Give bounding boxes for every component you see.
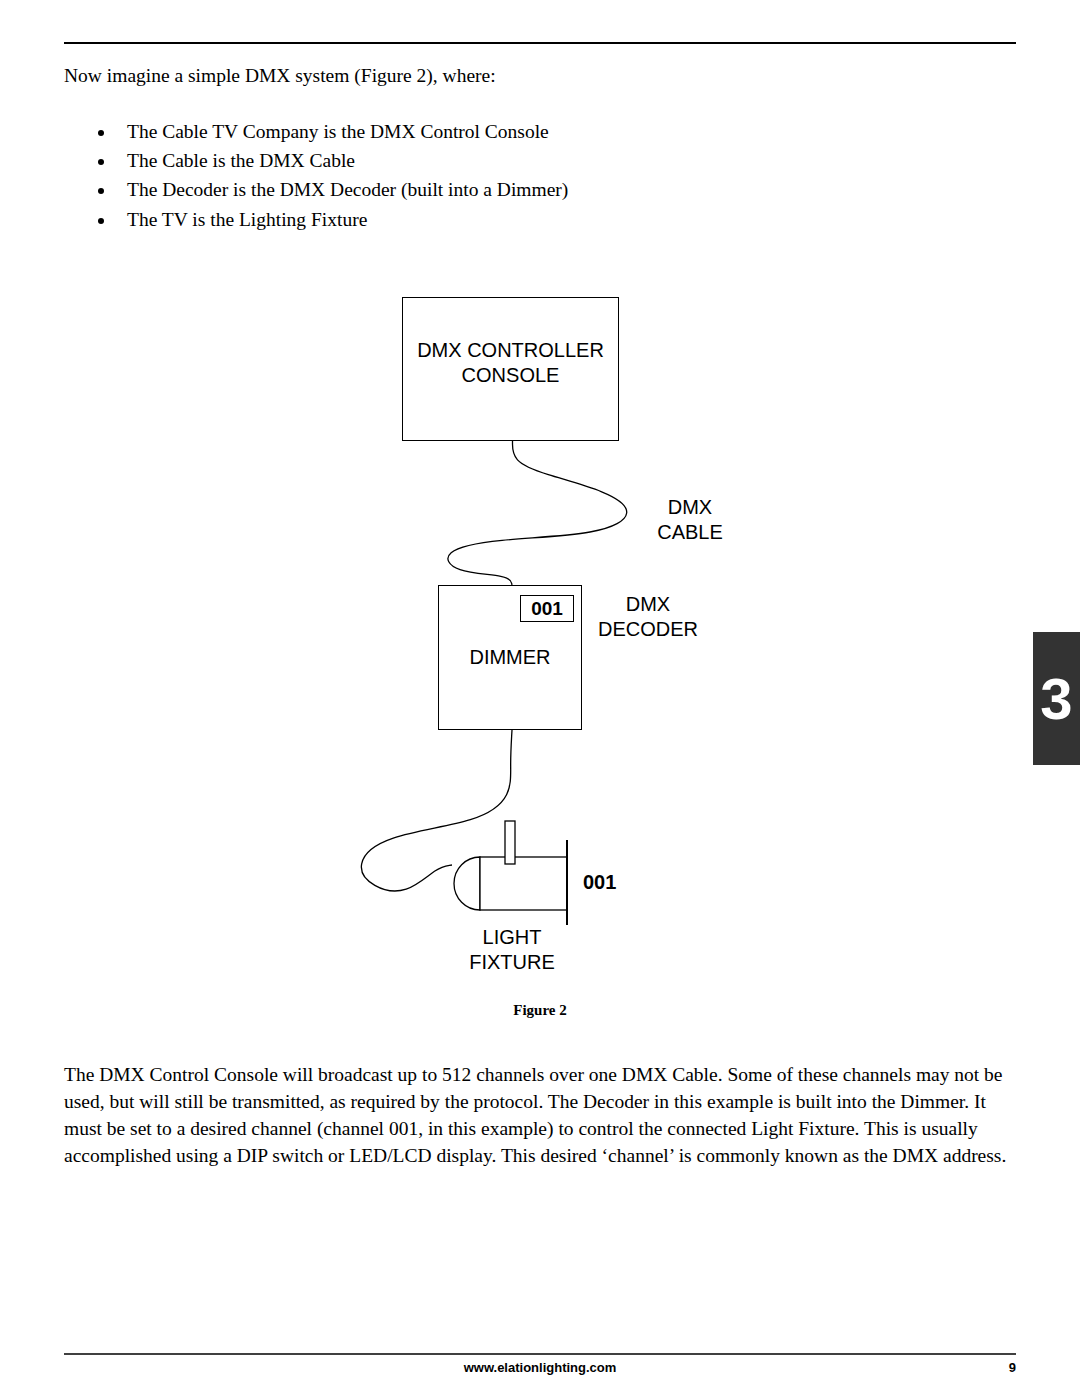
component-label: DMX DECODER xyxy=(593,592,703,642)
address-number: 001 xyxy=(531,598,563,620)
bullet-text: The Decoder is the DMX Decoder (built in… xyxy=(127,178,927,202)
dimmer-box: 001DIMMER xyxy=(438,585,582,730)
bullet-text: The TV is the Lighting Fixture xyxy=(127,208,927,232)
box-title: DIMMER xyxy=(439,645,581,670)
dmx-cable xyxy=(448,441,627,585)
chapter-number: 3 xyxy=(1033,664,1080,734)
fixture-title: LIGHT FIXTURE xyxy=(452,925,572,975)
header-rule xyxy=(64,42,1016,44)
page-number: 9 xyxy=(990,1356,1016,1380)
light-fixture: 001LIGHT FIXTURE xyxy=(452,818,572,928)
fixture-lens xyxy=(454,857,480,910)
bullet-text: The Cable TV Company is the DMX Control … xyxy=(127,120,927,144)
cable-label: DMX CABLE xyxy=(640,495,740,545)
address-display: 001 xyxy=(520,595,574,622)
box-title: DMX CONTROLLER CONSOLE xyxy=(411,338,611,388)
bullet-dot xyxy=(98,159,104,165)
fixture-body xyxy=(480,857,567,910)
controller-box: DMX CONTROLLER CONSOLE xyxy=(402,297,619,441)
body-paragraph: The DMX Control Console will broadcast u… xyxy=(64,1061,1019,1169)
address-number: 001 xyxy=(583,870,643,895)
figure-caption: Figure 2 xyxy=(440,1002,640,1019)
bullet-dot xyxy=(98,218,104,224)
bullet-dot xyxy=(98,130,104,136)
bullet-text: The Cable is the DMX Cable xyxy=(127,149,927,173)
footer-url: www.elationlighting.com xyxy=(440,1356,640,1380)
bullet-dot xyxy=(98,188,104,194)
fixture-illustration xyxy=(452,818,572,928)
fixture-yoke xyxy=(505,821,515,864)
footer-rule xyxy=(64,1353,1016,1355)
fixture-back-plate xyxy=(566,840,568,925)
chapter-tab xyxy=(1033,632,1080,765)
intro-text: Now imagine a simple DMX system (Figure … xyxy=(64,64,864,88)
